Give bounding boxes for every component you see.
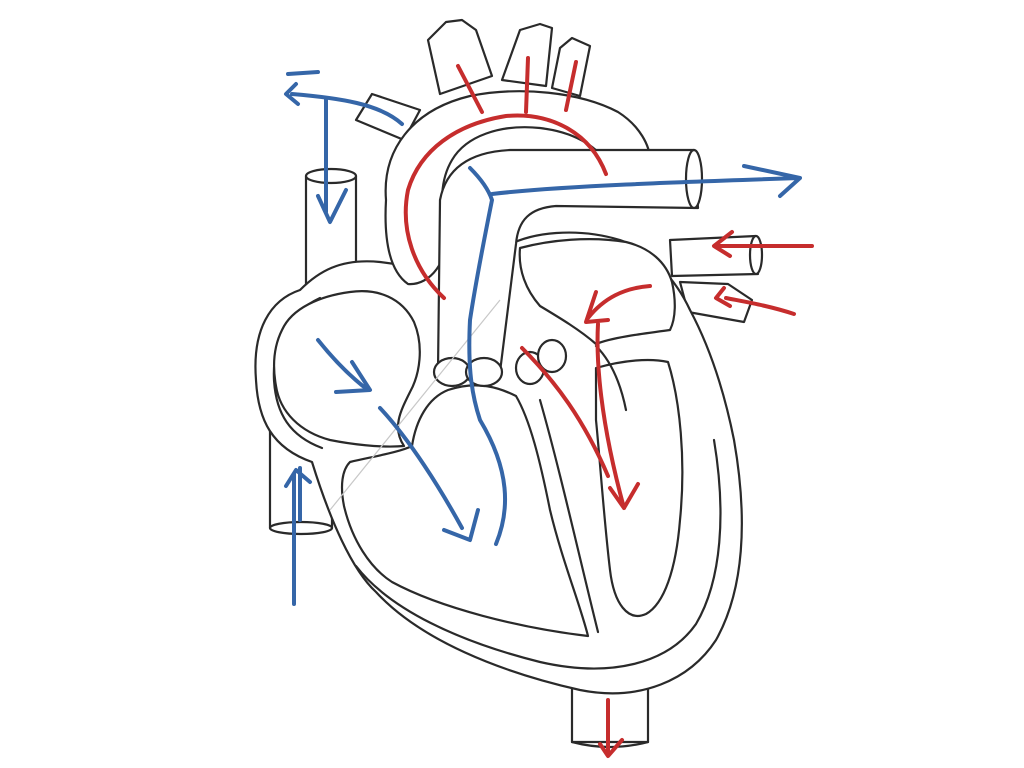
right-ventricle: [340, 384, 590, 638]
red-arrow-pulmonary-vein-lower: [714, 286, 796, 316]
red-arrow-branch-1: [456, 64, 484, 114]
pulmonary-valve: [432, 356, 504, 388]
red-arrow-aortic-arch: [403, 113, 608, 300]
blue-arrow-svc-down: [316, 96, 348, 224]
red-arrow-pulmonary-vein-upper: [712, 230, 814, 258]
red-arrow-descending-aorta: [598, 698, 624, 758]
red-arrow-branch-3: [564, 60, 578, 112]
red-arrow-branch-2: [524, 56, 530, 114]
blue-arrow-pulmonary-artery: [490, 164, 802, 198]
deoxygenated-flow-arrows: [284, 70, 802, 606]
septum: [538, 344, 628, 634]
red-arrow-aortic-valve: [520, 346, 610, 478]
blue-arrow-right-atrium: [316, 338, 372, 394]
blue-arrow-ivc-up: [284, 466, 312, 606]
oxygenated-flow-arrows: [403, 56, 814, 758]
red-arrow-left-atrium: [584, 284, 652, 324]
right-atrium: [272, 290, 421, 448]
heart-outline: [254, 18, 764, 749]
guide-line: [329, 299, 501, 511]
aortic-valve: [514, 338, 568, 386]
pulmonary-trunk: [436, 148, 704, 374]
left-ventricle: [594, 358, 684, 617]
red-arrow-left-ventricle: [595, 322, 640, 510]
blue-arrow-pulmonary-trunk: [467, 166, 508, 546]
blue-arrow-top-left: [284, 70, 404, 126]
blue-arrow-right-ventricle: [378, 406, 480, 542]
